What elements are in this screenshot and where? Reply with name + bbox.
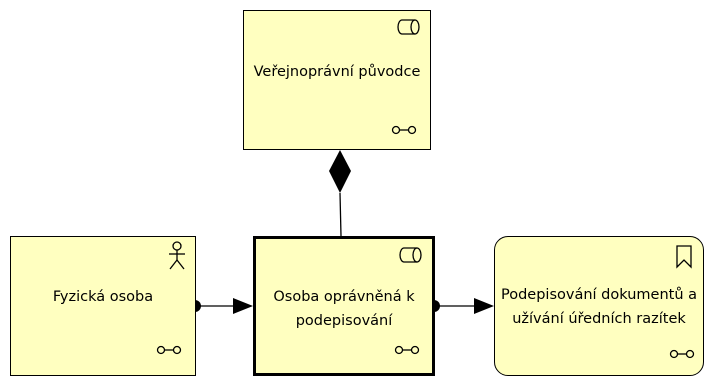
node-label: Veřejnoprávní původce	[253, 64, 421, 80]
node-label: Fyzická osoba	[52, 289, 154, 305]
assignment-arrowhead	[474, 298, 494, 314]
link-icon	[391, 125, 417, 135]
composition-relation[interactable]	[329, 150, 351, 237]
assignment-arrowhead	[233, 298, 253, 314]
link-icon	[394, 345, 420, 355]
node-public-originator[interactable]: Veřejnoprávní původce	[243, 10, 431, 150]
actor-icon	[169, 241, 185, 270]
node-authorized-signer[interactable]: Osoba oprávněná k podepisování	[253, 236, 435, 376]
node-label: Osoba oprávněná k podepisování	[273, 289, 415, 329]
link-icon	[669, 349, 695, 359]
assignment-relation-person-to-role[interactable]	[189, 298, 253, 314]
role-icon	[399, 247, 422, 263]
link-icon	[156, 345, 182, 355]
role-icon	[397, 19, 420, 35]
assignment-relation-role-to-service[interactable]	[428, 298, 494, 314]
node-label: Podepisování dokumentů a užívání úředníc…	[501, 287, 697, 327]
service-icon	[676, 245, 692, 269]
node-signing-service[interactable]: Podepisování dokumentů a užívání úředníc…	[494, 236, 704, 376]
composition-diamond	[329, 150, 351, 193]
node-natural-person[interactable]: Fyzická osoba	[10, 236, 196, 376]
